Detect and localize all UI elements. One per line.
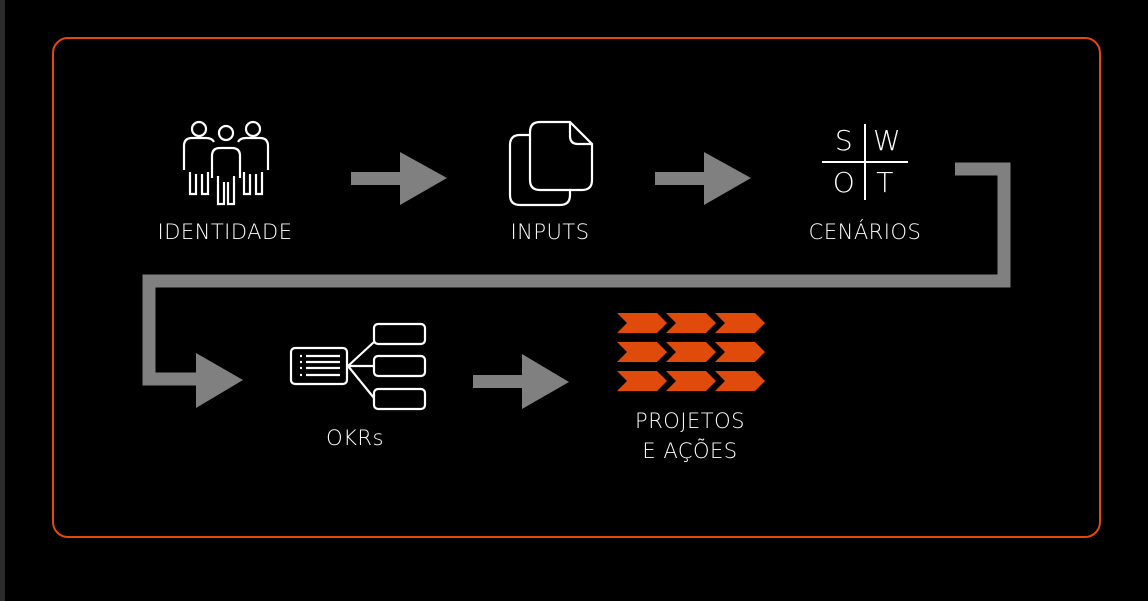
people-icon (182, 120, 270, 206)
chevrons-icon (617, 313, 765, 391)
connector-cenarios-okrs (142, 162, 1011, 408)
arrow-inputs-cenarios (655, 152, 751, 205)
chevron-shape (715, 313, 765, 333)
step-label-inputs: INPUTS (510, 220, 590, 244)
swot-o: O (832, 166, 856, 199)
step-label-cenarios: CENÁRIOS (808, 220, 922, 244)
swot-w: W (873, 124, 902, 157)
step-label-identidade: IDENTIDADE (157, 220, 293, 244)
arrow-okrs-projetos (473, 354, 569, 409)
chevron-shape (666, 313, 716, 333)
chevron-shape (715, 371, 765, 391)
chevron-shape (715, 342, 765, 362)
step-label-projetos-line1: PROJETOS (635, 409, 745, 433)
okr-tree-icon (289, 322, 427, 411)
arrow-identidade-inputs (351, 152, 447, 205)
chevron-shape (666, 371, 716, 391)
step-label-projetos-line2: E AÇÕES (642, 439, 738, 463)
swot-icon (822, 124, 908, 200)
step-label-okrs: OKRs (326, 426, 384, 450)
swot-s: S (834, 124, 854, 157)
diagram-frame (52, 37, 1101, 538)
swot-t: T (876, 166, 894, 199)
window-edge (0, 0, 5, 601)
chevron-shape (617, 371, 667, 391)
documents-icon (508, 120, 594, 207)
chevron-shape (617, 342, 667, 362)
chevron-shape (617, 313, 667, 333)
chevron-shape (666, 342, 716, 362)
